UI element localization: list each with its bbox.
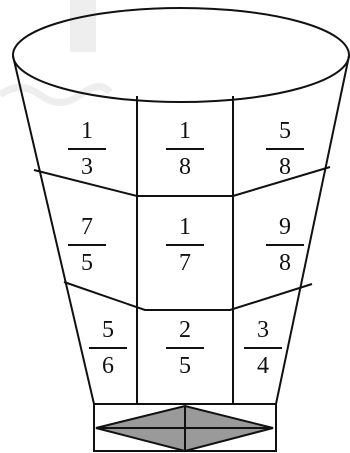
- denominator: 8: [255, 251, 315, 275]
- numerator: 1: [155, 119, 215, 143]
- denominator: 8: [155, 155, 215, 179]
- fraction-bar: [244, 347, 282, 349]
- denominator: 5: [155, 354, 215, 378]
- numerator: 1: [57, 119, 117, 143]
- fraction-r1c1: 1 3: [57, 119, 117, 179]
- numerator: 3: [233, 318, 293, 342]
- fraction-bar: [166, 244, 204, 246]
- fraction-bar: [68, 148, 106, 150]
- numerator: 7: [57, 215, 117, 239]
- fraction-bar: [266, 148, 304, 150]
- numerator: 5: [255, 119, 315, 143]
- denominator: 3: [57, 155, 117, 179]
- denominator: 8: [255, 155, 315, 179]
- numerator: 9: [255, 215, 315, 239]
- fraction-bar: [266, 244, 304, 246]
- fraction-r3c2: 2 5: [155, 318, 215, 378]
- fraction-bar: [68, 244, 106, 246]
- fraction-r2c1: 7 5: [57, 215, 117, 275]
- denominator: 4: [233, 354, 293, 378]
- fraction-r2c3: 9 8: [255, 215, 315, 275]
- fraction-r2c2: 1 7: [155, 215, 215, 275]
- fraction-r3c1: 5 6: [78, 318, 138, 378]
- fraction-bar: [89, 347, 127, 349]
- fraction-r3c3: 3 4: [233, 318, 293, 378]
- fraction-r1c2: 1 8: [155, 119, 215, 179]
- fraction-bar: [166, 148, 204, 150]
- fraction-r1c3: 5 8: [255, 119, 315, 179]
- fraction-bar: [166, 347, 204, 349]
- denominator: 7: [155, 251, 215, 275]
- divider-row-2: [64, 282, 312, 310]
- bucket-rim: [13, 8, 349, 102]
- denominator: 5: [57, 251, 117, 275]
- numerator: 2: [155, 318, 215, 342]
- denominator: 6: [78, 354, 138, 378]
- numerator: 1: [155, 215, 215, 239]
- numerator: 5: [78, 318, 138, 342]
